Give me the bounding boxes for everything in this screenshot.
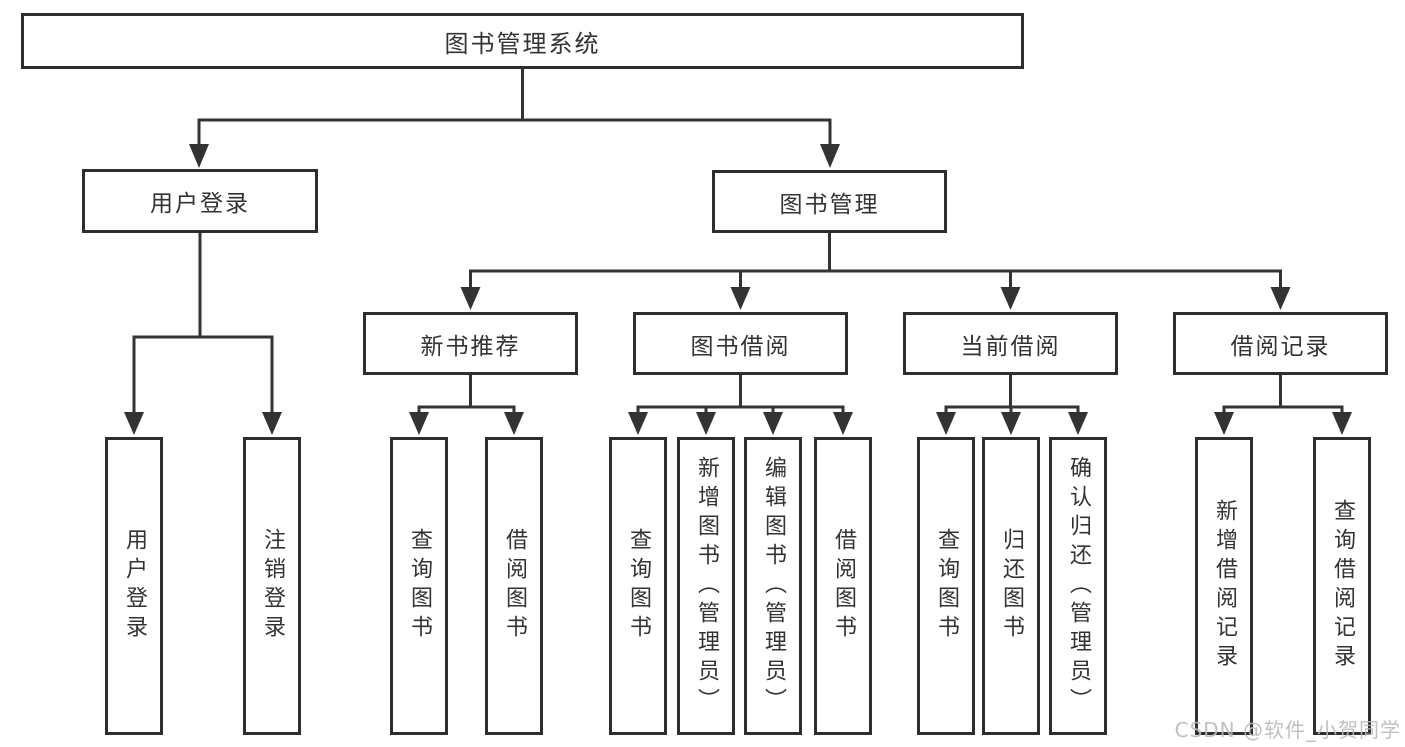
node-label: 新增借阅记录: [1212, 499, 1237, 673]
leaf-borrow-books-recommend: 借阅图书: [485, 437, 543, 735]
leaf-logout: 注销登录: [243, 437, 301, 735]
leaf-query-books-current: 查询图书: [917, 437, 975, 735]
node-label: 查询图书: [407, 528, 432, 644]
leaf-edit-books-admin: 编辑图书（管理员）: [744, 437, 802, 735]
node-label: 确认归还（管理员）: [1066, 455, 1091, 717]
node-label: 借阅图书: [831, 528, 856, 644]
node-label: 当前借阅: [960, 333, 1061, 360]
leaf-confirm-return-admin: 确认归还（管理员）: [1049, 437, 1107, 735]
leaf-add-books-admin: 新增图书（管理员）: [677, 437, 735, 735]
node-book-management: 图书管理: [712, 170, 947, 233]
node-label: 借阅图书: [502, 528, 527, 644]
csdn-watermark: CSDN @软件_小贺同学: [1174, 718, 1401, 742]
node-new-book-recommend: 新书推荐: [363, 312, 578, 375]
arrowheads: [124, 144, 1352, 435]
node-borrowing-records: 借阅记录: [1173, 312, 1388, 375]
leaf-query-books-recommend: 查询图书: [390, 437, 448, 735]
leaf-borrow-books: 借阅图书: [814, 437, 872, 735]
node-root-system: 图书管理系统: [21, 13, 1024, 69]
node-current-borrowing: 当前借阅: [903, 312, 1118, 375]
leaf-user-login: 用户登录: [105, 437, 163, 735]
leaf-return-books: 归还图书: [982, 437, 1040, 735]
leaf-query-books-borrowing: 查询图书: [609, 437, 667, 735]
node-user-login: 用户登录: [82, 169, 318, 233]
node-label: 查询图书: [626, 528, 651, 644]
node-label: 用户登录: [150, 191, 250, 217]
node-label: 图书管理: [779, 191, 880, 218]
node-label: 归还图书: [999, 528, 1024, 644]
node-label: 图书管理系统: [444, 29, 601, 58]
node-label: 注销登录: [260, 528, 285, 644]
node-label: 用户登录: [122, 528, 147, 644]
node-label: 编辑图书（管理员）: [761, 455, 786, 717]
node-label: 新增图书（管理员）: [694, 455, 719, 717]
node-label: 图书借阅: [690, 333, 791, 360]
leaf-query-borrow-record: 查询借阅记录: [1313, 437, 1371, 735]
node-label: 新书推荐: [420, 333, 521, 360]
node-label: 借阅记录: [1230, 333, 1331, 360]
node-book-borrowing: 图书借阅: [633, 312, 848, 375]
node-label: 查询借阅记录: [1330, 499, 1355, 673]
node-label: 查询图书: [934, 528, 959, 644]
leaf-add-borrow-record: 新增借阅记录: [1195, 437, 1253, 735]
